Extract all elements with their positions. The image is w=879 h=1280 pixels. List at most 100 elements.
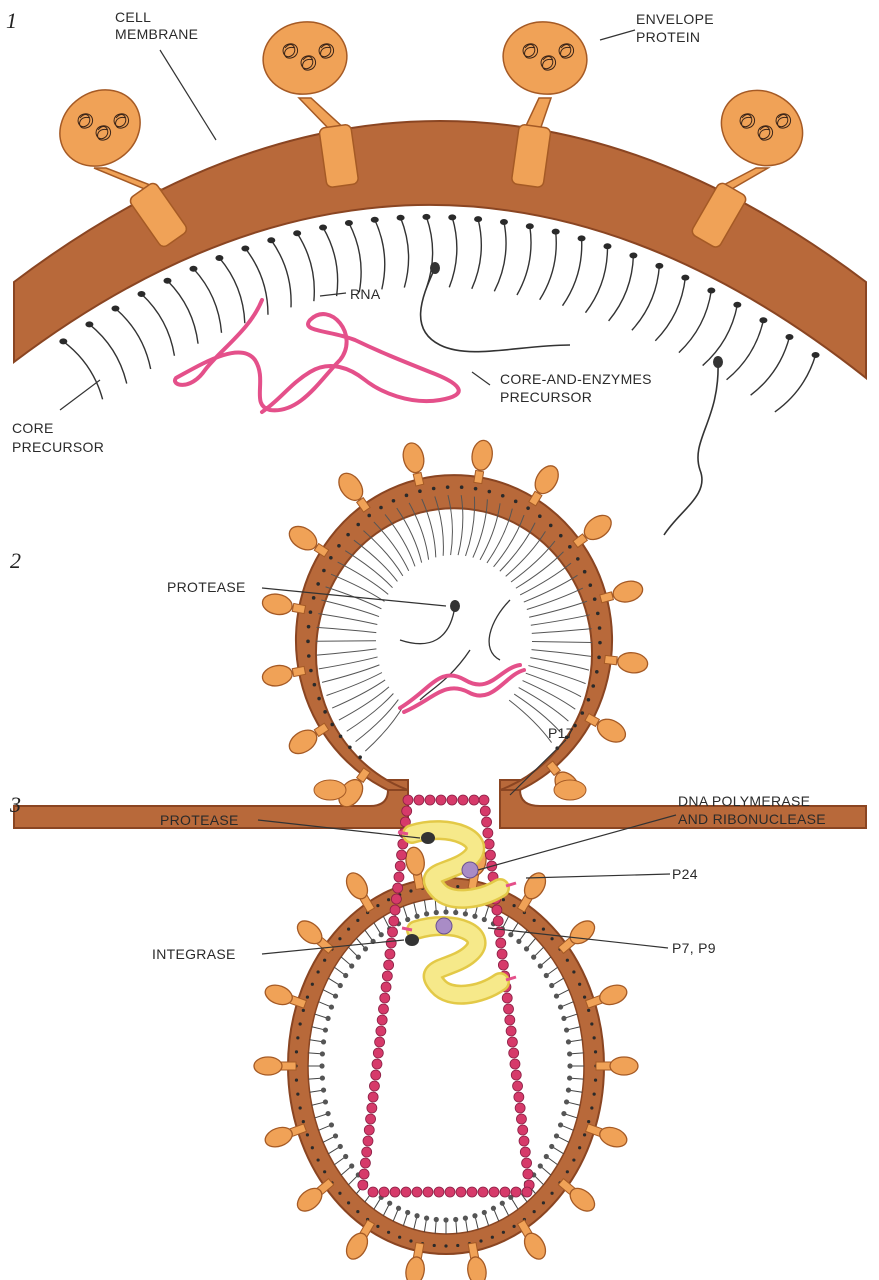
virion-envelope-spike <box>558 1179 599 1216</box>
bud-envelope-spike <box>285 522 329 557</box>
p24-bead <box>492 905 502 915</box>
lipid-tail <box>323 227 338 296</box>
p24-bead <box>510 1059 520 1069</box>
p24-bead <box>376 1026 386 1036</box>
bud-lipid-tail <box>317 649 377 655</box>
lipid-tail <box>193 269 221 333</box>
p24-bead <box>382 971 392 981</box>
p24-bead <box>412 1187 422 1197</box>
flat-membrane-spike <box>554 780 586 800</box>
p24-bead <box>483 828 493 838</box>
lipid-head <box>500 219 508 225</box>
p24-bead <box>389 916 399 926</box>
p24-bead <box>447 795 457 805</box>
lipid-head <box>163 278 171 284</box>
p24-bead <box>482 817 492 827</box>
lipid-head <box>681 275 689 281</box>
lipid-head <box>422 214 430 220</box>
p24-bead <box>372 1059 382 1069</box>
p24-bead <box>379 1187 389 1197</box>
p24-bead <box>493 916 503 926</box>
p24-bead <box>369 1081 379 1091</box>
bud-lipid-tail <box>327 673 382 696</box>
p24-bead <box>516 1114 526 1124</box>
p24-bead <box>485 850 495 860</box>
p24-bead <box>377 1015 387 1025</box>
panel-1-number: 1 <box>6 8 17 33</box>
panel-2-budding-virion: 2 PROTEASE <box>10 439 866 828</box>
lipid-head <box>448 214 456 220</box>
core-enzymes-strand-2 <box>664 362 718 535</box>
p17-label: P17 <box>548 725 574 741</box>
lipid-tail <box>271 240 291 307</box>
p24-bead <box>401 1187 411 1197</box>
panel-2-number: 2 <box>10 548 21 573</box>
p24-bead <box>520 1147 530 1157</box>
bud-lipid-tail <box>319 657 378 669</box>
bud-lipid-tail <box>332 680 385 708</box>
rna-label: RNA <box>350 286 381 302</box>
p24-bead <box>390 905 400 915</box>
p24-bead <box>519 1136 529 1146</box>
bud-lipid-tail <box>528 666 585 684</box>
bud-lipid-tail <box>326 587 382 609</box>
dna-polymerase-enzyme <box>462 862 478 878</box>
bud-lipid-tail <box>526 673 581 696</box>
p24-bead <box>384 960 394 970</box>
lipid-tail <box>63 341 102 399</box>
lipid-head <box>655 263 663 269</box>
p24-bead <box>458 795 468 805</box>
bud-lipid-tail <box>529 601 587 617</box>
bud-lipid-tail <box>338 562 389 594</box>
p24-bead <box>397 850 407 860</box>
lipid-head <box>59 338 67 344</box>
p24-bead <box>378 1004 388 1014</box>
p24-bead <box>489 1187 499 1197</box>
virion-envelope-spike <box>342 1220 374 1263</box>
lipid-head <box>474 216 482 222</box>
bud-lipid-tail <box>339 687 389 720</box>
bud-lipid-tail <box>316 641 376 642</box>
bud-envelope-spike <box>334 469 370 512</box>
p24-bead <box>388 927 398 937</box>
lipid-tail <box>89 324 126 383</box>
lipid-head <box>578 235 586 241</box>
p24-bead <box>386 938 396 948</box>
p24-bead <box>371 1070 381 1080</box>
virion-envelope-spike <box>518 1220 550 1263</box>
lipid-tail <box>632 266 659 330</box>
lipid-head <box>707 288 715 294</box>
lipid-head <box>345 220 353 226</box>
ribonuclease-enzyme <box>436 918 452 934</box>
bud-lipid-tail <box>322 665 379 683</box>
p24-bead <box>394 872 404 882</box>
p24-bead <box>522 1158 532 1168</box>
p24-bead <box>403 795 413 805</box>
bud-lipid-tail <box>532 641 592 642</box>
p24-bead <box>478 1187 488 1197</box>
p24-bead <box>513 1081 523 1091</box>
lipid-tail <box>494 222 506 291</box>
p7-p9-label: P7, P9 <box>672 940 716 956</box>
virion-envelope-spike <box>342 869 374 912</box>
p24-bead <box>393 883 403 893</box>
bud-envelope-spike <box>529 462 563 506</box>
lipid-tail <box>219 258 244 323</box>
bud-lipid-tail <box>509 700 551 742</box>
lipid-tail <box>585 246 607 312</box>
virion-envelope-spike <box>558 916 599 953</box>
p24-bead <box>518 1125 528 1135</box>
lipid-tail <box>775 355 816 412</box>
flat-membrane-spike <box>314 780 346 800</box>
panel-1-budding-membrane: 1 CELL MEMBRANE ENVELOPE PROTEIN <box>6 8 866 535</box>
p24-bead <box>364 1125 374 1135</box>
lipid-tail <box>655 278 685 341</box>
p24-bead <box>507 1037 517 1047</box>
bud-lipid-tail <box>321 600 379 617</box>
p24-label: P24 <box>672 866 698 882</box>
lipid-tail <box>751 337 790 395</box>
p24-bead <box>375 1037 385 1047</box>
lipid-tail <box>679 291 711 353</box>
p24-bead <box>504 1004 514 1014</box>
protease-label-2: PROTEASE <box>167 579 246 595</box>
